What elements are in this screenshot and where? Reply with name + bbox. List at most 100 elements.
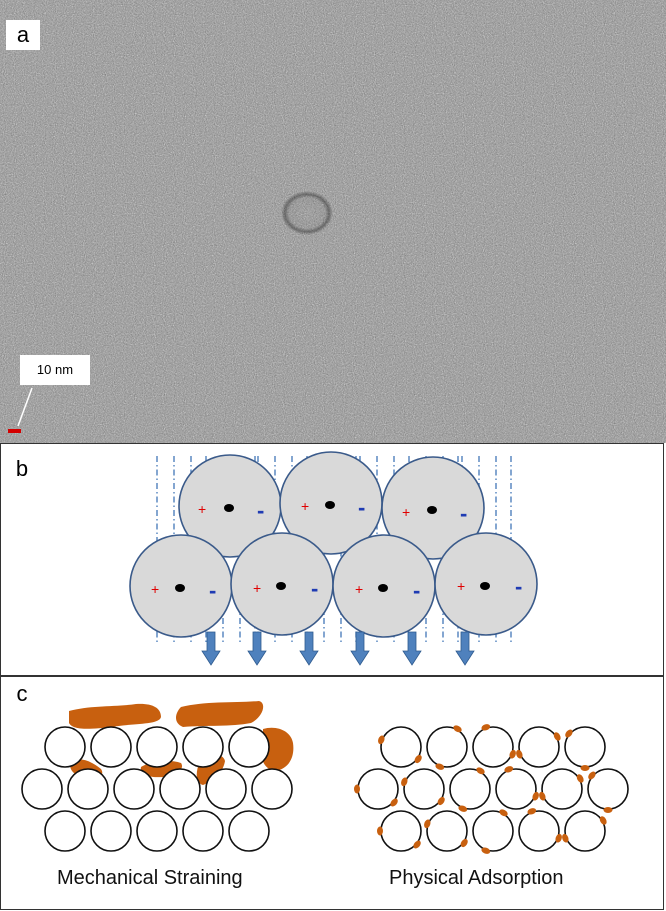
grain <box>113 768 155 810</box>
positive-sign: + <box>301 498 309 514</box>
adsorbed-particle <box>481 847 491 854</box>
grain <box>182 810 224 852</box>
positive-sign: + <box>355 581 363 597</box>
flow-arrow <box>201 631 221 666</box>
positive-sign: + <box>457 578 465 594</box>
tem-noise-texture <box>0 0 666 443</box>
scale-bar <box>8 429 21 433</box>
grain <box>472 726 514 768</box>
negative-sign: - <box>358 495 365 520</box>
grain-group <box>129 451 538 638</box>
negative-sign: - <box>413 578 420 603</box>
grain <box>518 810 560 852</box>
adsorbed-particle <box>378 735 385 745</box>
panel-label-a: a <box>6 20 40 50</box>
grain-charge-panel: + - + - + - + - + - + - + - b <box>0 443 664 676</box>
adsorption-grain-group <box>357 726 629 852</box>
negative-sign: - <box>460 501 467 526</box>
adsorbed-particle <box>401 777 408 787</box>
tem-image <box>0 0 666 443</box>
grain <box>449 768 491 810</box>
adsorbed-particle <box>424 819 431 829</box>
grain <box>426 726 468 768</box>
positive-sign: + <box>198 501 206 517</box>
flow-arrow <box>350 631 370 666</box>
adsorbed-particle <box>565 729 573 738</box>
vesicle-particle <box>281 191 333 235</box>
positive-sign: + <box>151 581 159 597</box>
adsorbed-particle <box>499 809 508 817</box>
grain-nucleus <box>325 501 335 509</box>
grain <box>136 726 178 768</box>
flow-arrow <box>247 631 267 666</box>
grain <box>21 768 63 810</box>
grain <box>228 810 270 852</box>
adsorbed-particle <box>413 840 421 849</box>
adsorbed-particle <box>354 784 360 794</box>
adsorbed-particle <box>539 791 546 801</box>
grain <box>380 726 422 768</box>
negative-sign: - <box>257 498 264 523</box>
strained-particle <box>261 727 294 771</box>
adsorbed-particle <box>516 749 523 759</box>
adsorbed-particle <box>599 816 607 825</box>
straining-grain-group <box>21 726 293 852</box>
adsorbed-particle <box>453 725 462 733</box>
adsorbed-particle <box>435 763 445 770</box>
physical-adsorption-caption: Physical Adsorption <box>389 867 564 889</box>
grain <box>182 726 224 768</box>
negative-sign: - <box>311 576 318 601</box>
grain <box>159 768 201 810</box>
adsorbed-particle <box>509 749 516 759</box>
adsorbed-particle <box>562 833 569 843</box>
flow-arrow <box>455 631 475 666</box>
positive-sign: + <box>402 504 410 520</box>
panel-label-b: b <box>15 456 29 481</box>
strained-particle <box>176 701 264 727</box>
grain-nucleus <box>480 582 490 590</box>
grain <box>472 810 514 852</box>
adsorbed-particle <box>576 774 584 783</box>
negative-sign: - <box>515 574 522 599</box>
mechanical-straining-caption: Mechanical Straining <box>57 867 243 889</box>
grain <box>251 768 293 810</box>
scale-bar-label: 10 nm <box>20 355 90 385</box>
adsorbed-particle <box>437 796 445 806</box>
adsorbed-particle <box>458 805 468 812</box>
adsorbed-particle <box>414 754 422 764</box>
grain <box>44 726 86 768</box>
grain <box>205 768 247 810</box>
tem-micrograph-panel: a 10 nm <box>0 0 666 443</box>
grain-nucleus <box>175 584 185 592</box>
grain-nucleus <box>378 584 388 592</box>
filtration-diagram <box>21 701 629 854</box>
adsorbed-particle <box>476 767 485 775</box>
grain <box>541 768 583 810</box>
adsorbed-particle <box>532 791 539 801</box>
grain-nucleus <box>427 506 437 514</box>
grain <box>67 768 109 810</box>
grain <box>90 726 132 768</box>
adsorbed-particle-group <box>354 724 613 854</box>
grain <box>495 768 537 810</box>
grain <box>518 726 560 768</box>
adsorbed-particle <box>527 808 537 815</box>
grain-nucleus <box>276 582 286 590</box>
grain-charge-diagram: + - + - + - + - + - + - + - <box>129 451 538 666</box>
adsorbed-particle <box>603 807 613 813</box>
grain <box>403 768 445 810</box>
adsorbed-particle <box>504 766 514 773</box>
grain <box>136 810 178 852</box>
grain <box>426 810 468 852</box>
panel-label-c: c <box>16 681 28 706</box>
adsorbed-particle <box>580 765 590 771</box>
adsorbed-particle <box>377 826 383 836</box>
grain-nucleus <box>224 504 234 512</box>
positive-sign: + <box>253 580 261 596</box>
flow-arrow <box>402 631 422 666</box>
scale-bar-pointer <box>17 387 33 427</box>
charge-sign-group: + - + - + - + - + - + - + - <box>151 495 522 603</box>
flow-arrow-group <box>201 631 475 666</box>
adsorbed-particle <box>481 724 491 731</box>
